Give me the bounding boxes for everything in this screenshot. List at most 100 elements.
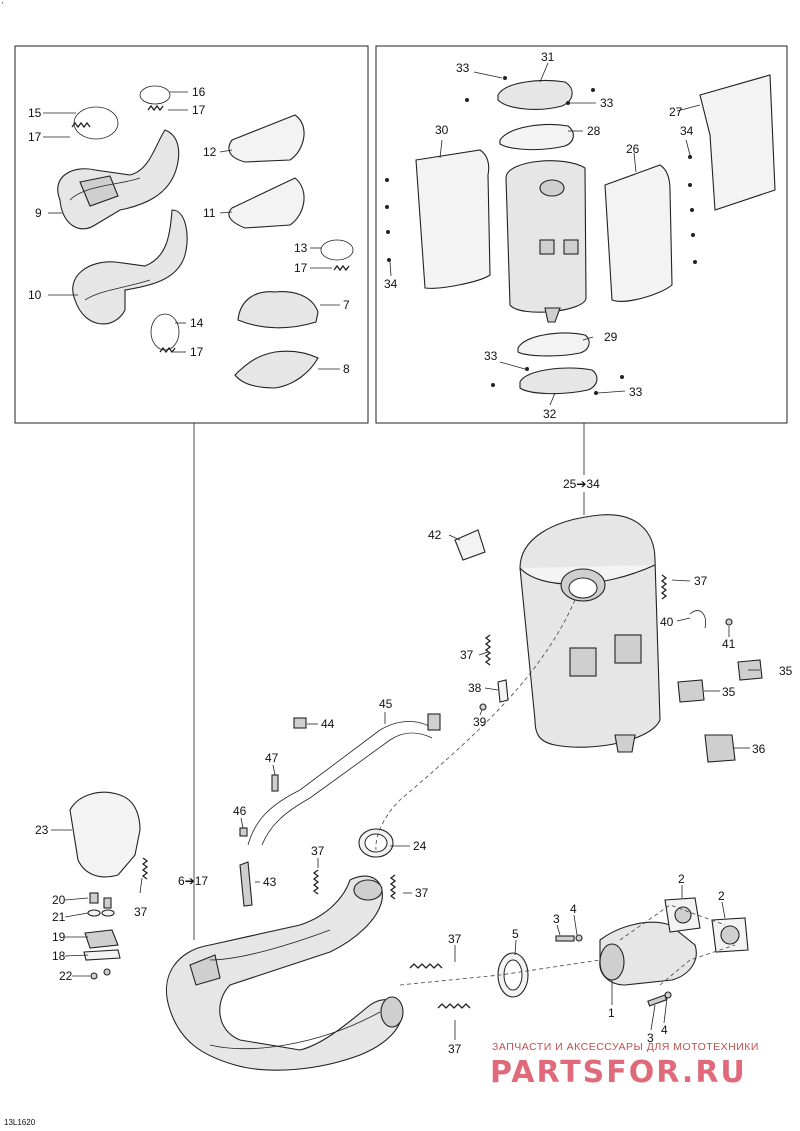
part-14-ring (150, 313, 180, 351)
callout-5: 5 (512, 927, 519, 941)
cable-connector (427, 713, 441, 731)
callout-3: 3 (553, 912, 560, 926)
callout-37: 37 (311, 844, 325, 858)
callout-40: 40 (660, 615, 674, 629)
callout-47: 47 (265, 751, 279, 765)
part-7-guard (237, 291, 319, 329)
part-42-label (454, 529, 486, 561)
part-13-ring (320, 239, 354, 261)
detail-box-left (14, 45, 369, 424)
part-31-cap (497, 79, 573, 110)
callout-13: 13 (294, 241, 308, 255)
part-37-spring-c (312, 869, 320, 895)
callout-2: 2 (718, 889, 725, 903)
assembly-dashed-lines (375, 599, 736, 986)
callout-46: 46 (233, 804, 247, 818)
callout-37: 37 (460, 648, 474, 662)
callout-2: 2 (678, 872, 685, 886)
callout-10: 10 (28, 288, 42, 302)
part-37-spring-d (389, 874, 397, 900)
callout-33: 33 (629, 385, 643, 399)
part-37-spring-a (484, 634, 492, 666)
callout-24: 24 (413, 839, 427, 853)
part-17-spring-c (333, 264, 350, 272)
callout-16: 16 (192, 85, 206, 99)
callout-33: 33 (484, 349, 498, 363)
part-23-guard (69, 791, 141, 878)
callout-38: 38 (468, 681, 482, 695)
callout-3: 3 (647, 1031, 654, 1045)
watermark-tagline: ЗАПЧАСТИ И АКСЕССУАРЫ ДЛЯ МОТОТЕХНИКИ (492, 1041, 759, 1053)
callout-1: 1 (608, 1006, 615, 1020)
part-27-heatshield (699, 74, 776, 211)
part-26-shell (604, 164, 673, 302)
callout-31: 31 (541, 50, 555, 64)
part-35-connector-b (677, 679, 705, 703)
part-39-nut (479, 703, 487, 711)
callout-18: 18 (52, 949, 66, 963)
callout-8: 8 (343, 362, 350, 376)
callout-20: 20 (52, 893, 66, 907)
callout-45: 45 (379, 697, 393, 711)
part-32-cap (519, 367, 598, 395)
callout-37: 37 (448, 932, 462, 946)
part-29-gasket (517, 332, 590, 357)
callout-36: 36 (752, 742, 766, 756)
bolts-3-4 (555, 934, 672, 1007)
callout-17: 17 (190, 345, 204, 359)
callout-34: 34 (680, 124, 694, 138)
callout-43: 43 (263, 875, 277, 889)
bracket-parts (83, 892, 121, 980)
callout-4: 4 (570, 902, 577, 916)
part-10-pipe (72, 209, 188, 325)
callout-9: 9 (35, 206, 42, 220)
callout-25-34: 25➔34 (563, 477, 600, 491)
callout-12: 12 (203, 145, 217, 159)
part-37-spring-e (141, 857, 149, 880)
part-17-spring-b (147, 104, 164, 112)
part-43-sensor (239, 861, 253, 907)
callout-7: 7 (343, 298, 350, 312)
callout-39: 39 (473, 715, 487, 729)
part-9-pipe (57, 129, 180, 230)
part-16-ring (139, 85, 171, 105)
callout-19: 19 (52, 930, 66, 944)
part-8-guard (234, 350, 319, 389)
callout-37: 37 (448, 1042, 462, 1056)
watermark-logo: PARTSFOR.RU (490, 1055, 747, 1090)
callout-4: 4 (661, 1023, 668, 1037)
head-pipe (165, 875, 404, 1071)
callout-6-17: 6➔17 (178, 874, 208, 888)
callout-41: 41 (722, 637, 736, 651)
part-30-shell (415, 149, 491, 289)
callout-17: 17 (28, 130, 42, 144)
callout-37: 37 (415, 886, 429, 900)
callout-22: 22 (59, 969, 73, 983)
part-36-part (704, 734, 736, 763)
callout-44: 44 (321, 717, 335, 731)
callout-35: 35 (722, 685, 736, 699)
part-28-gasket (499, 123, 574, 151)
part-38-bracket (497, 679, 509, 703)
callout-21: 21 (52, 910, 66, 924)
leader-lines-left (43, 91, 340, 370)
callout-17: 17 (192, 103, 206, 117)
leader-lines-main (51, 534, 760, 1040)
part-11-shield (228, 177, 305, 229)
detail-box-right (375, 45, 788, 424)
callout-23: 23 (35, 823, 49, 837)
callout-28: 28 (587, 124, 601, 138)
callout-14: 14 (190, 316, 204, 330)
part-45-cable (247, 721, 433, 846)
callout-17: 17 (294, 261, 308, 275)
part-47-pin (271, 774, 279, 792)
part-41-nut (725, 618, 733, 626)
callout-33: 33 (456, 61, 470, 75)
part-46-nut (239, 827, 248, 837)
callout-15: 15 (28, 106, 42, 120)
part-37-spring-f (409, 963, 443, 969)
callout-32: 32 (543, 407, 557, 421)
callout-27: 27 (669, 105, 683, 119)
callout-42: 42 (428, 528, 442, 542)
